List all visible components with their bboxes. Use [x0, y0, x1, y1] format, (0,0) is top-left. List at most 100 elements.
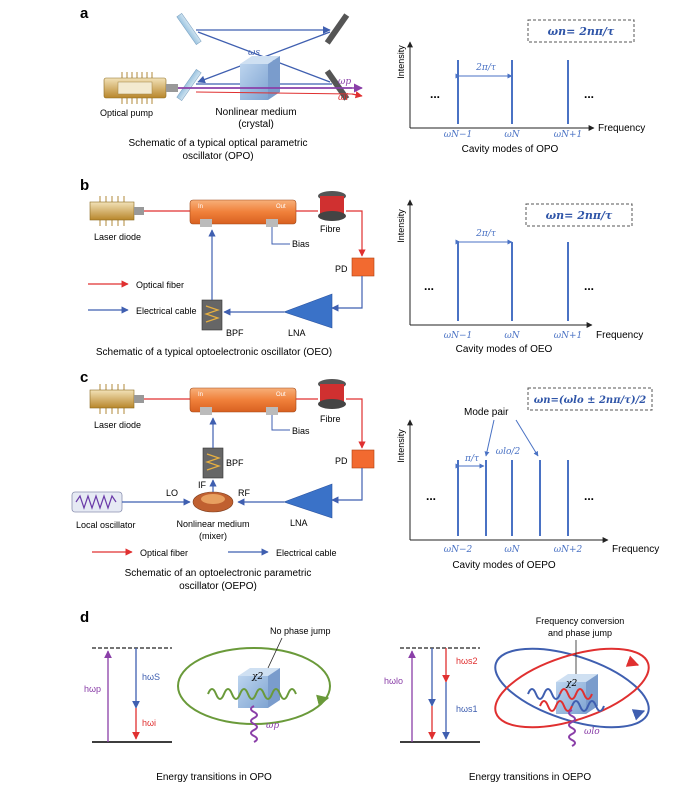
opo-loop-arrow [316, 694, 330, 707]
opo-annotation-line [267, 637, 283, 669]
oeo-cable-pd-lna [331, 276, 363, 312]
chart-b-spacing: 2π/τ [475, 229, 497, 239]
chart-c-dots-right: ... [584, 489, 594, 503]
oepo-label-medium: Nonlinear medium [176, 519, 249, 529]
cavity-mode-tick-label: ωN−1 [444, 331, 472, 341]
oeo-lna-amplifier [283, 293, 333, 329]
chart-c-bars [457, 460, 569, 536]
opo-label-hws: hωS [142, 672, 160, 682]
cavity-mode-tick-label: ωN−2 [444, 545, 473, 555]
chart-a-formula: ωn= 2nπ/τ [548, 25, 615, 38]
chart-c-dots-left: ... [426, 489, 436, 503]
oepo-lna-amplifier [283, 483, 333, 519]
oepo-wave-blue-out [571, 700, 605, 712]
oepo-cube-top [556, 674, 598, 682]
oepo-spool-bottom [318, 399, 346, 409]
chart-b: ωn= 2nπ/τ Intensity Frequency 2π/τ ... .… [396, 199, 643, 355]
oeo-label-bpf: BPF [226, 328, 244, 338]
oeo-modulator-body [189, 199, 297, 225]
oepo-modulator-body [189, 387, 297, 413]
chart-c: ωn=(ωlo ± 2nπ/τ)/2 Mode pair Intensity F… [396, 387, 659, 571]
local-oscillator-box [71, 491, 123, 513]
oepo-label-hwlo: hωlo [384, 676, 403, 686]
oeo-bias-line [271, 227, 290, 245]
oepo-label-local-oscillator: Local oscillator [76, 520, 136, 530]
oepo-pump-spring [568, 709, 576, 747]
opo-label-hwp: hωp [84, 684, 101, 694]
oepo-label-rf: RF [238, 488, 250, 498]
crystal-block [240, 64, 268, 100]
crystal-side [268, 56, 280, 100]
label-omega-i: ωi [338, 93, 348, 103]
optical-pump-module [103, 72, 178, 104]
mirror-bottom-right [324, 69, 350, 101]
chart-a-formula-box [527, 19, 635, 43]
crystal-top [240, 56, 280, 64]
chart-b-bars [457, 242, 569, 321]
oepo-laser-body [89, 389, 135, 409]
cavity-mode-tick-label: ωN+1 [554, 331, 582, 341]
oepo-label-chi2: χ2 [565, 679, 577, 689]
chart-c-half-lo: ωlo/2 [496, 447, 521, 457]
opo-cavity [176, 13, 363, 101]
oepo-loop-blue-arrow [631, 709, 646, 721]
legend-optical-fiber: Optical fiber [136, 280, 184, 290]
opo-cube-top [238, 668, 280, 676]
oepo-label-freq-conv-1: Frequency conversion [536, 616, 625, 626]
oepo-loop-red [494, 647, 650, 729]
oepo-mixer-highlight [201, 494, 225, 504]
oeo-laser-diode [89, 196, 144, 226]
idler-out-arrow [351, 91, 363, 99]
chart-c-ylabel: Intensity [396, 429, 406, 463]
chart-c-mode-pair: Mode pair [464, 407, 509, 418]
caption-c-line1: Schematic of an optoelectronic parametri… [125, 568, 312, 579]
oepo-photodiode [351, 449, 375, 469]
caption-a-line2: oscillator (OPO) [182, 151, 253, 162]
chart-c-mode-pair-arrow-2 [515, 419, 539, 457]
oepo-wave-blue-in [527, 688, 561, 700]
oepo-bias-line [271, 415, 290, 431]
oeo-modulator [189, 199, 297, 227]
oepo-laser-diode [89, 384, 144, 414]
oeo-label-fibre: Fibre [320, 224, 341, 234]
caption-d-left: Energy transitions in OPO [156, 772, 272, 783]
panel-a-letter: a [80, 5, 89, 22]
oepo-legend-electrical-cable: Electrical cable [276, 548, 337, 558]
chart-b-xlabel: Frequency [596, 330, 643, 341]
oepo-legend-optical-fiber: Optical fiber [140, 548, 188, 558]
oepo-label-fibre: Fibre [320, 414, 341, 424]
oepo-label-bias: Bias [292, 426, 310, 436]
chart-b-dots-left: ... [424, 279, 434, 293]
oepo-label-wlo: ωlo [584, 727, 600, 737]
oepo-fibre-spool [318, 379, 346, 409]
cavity-mode-tick-label: ωN [504, 545, 520, 555]
opo-pump-spring [250, 705, 258, 743]
opo-label-chi2: χ2 [251, 672, 263, 682]
cavity-mode-tick-label: ωN [504, 130, 520, 140]
oeo-label-in: In [198, 204, 203, 210]
oepo-label-mixer: (mixer) [199, 531, 227, 541]
chart-c-formula: ωn=(ωlo ± 2nπ/τ)/2 [534, 395, 647, 406]
chart-a-dots-left: ... [430, 87, 440, 101]
oepo-bpf-filter [202, 447, 224, 479]
chart-c-formula-box [527, 387, 653, 411]
oeo-label-out: Out [276, 204, 286, 210]
oeo-fibre-spool [318, 191, 346, 221]
pump-nozzle [166, 84, 178, 92]
opo-label-no-phase-jump: No phase jump [270, 626, 331, 636]
label-optical-pump: Optical pump [100, 108, 153, 118]
oepo-fiber-spool-pd [346, 398, 366, 449]
chart-a-caption: Cavity modes of OPO [462, 144, 559, 155]
oeo-label-lna: LNA [288, 328, 306, 338]
panel-d-letter: d [80, 609, 89, 626]
mirror-top-left [176, 13, 202, 45]
idler-beam [195, 91, 353, 95]
legend-electrical-cable: Electrical cable [136, 306, 197, 316]
chart-a-spacing: 2π/τ [475, 63, 497, 73]
oepo-label-hws2: hωs2 [456, 656, 478, 666]
caption-d-right: Energy transitions in OEPO [469, 772, 591, 783]
panel-c-letter: c [80, 369, 88, 386]
cavity-mode-tick-label: ωN [504, 331, 520, 341]
